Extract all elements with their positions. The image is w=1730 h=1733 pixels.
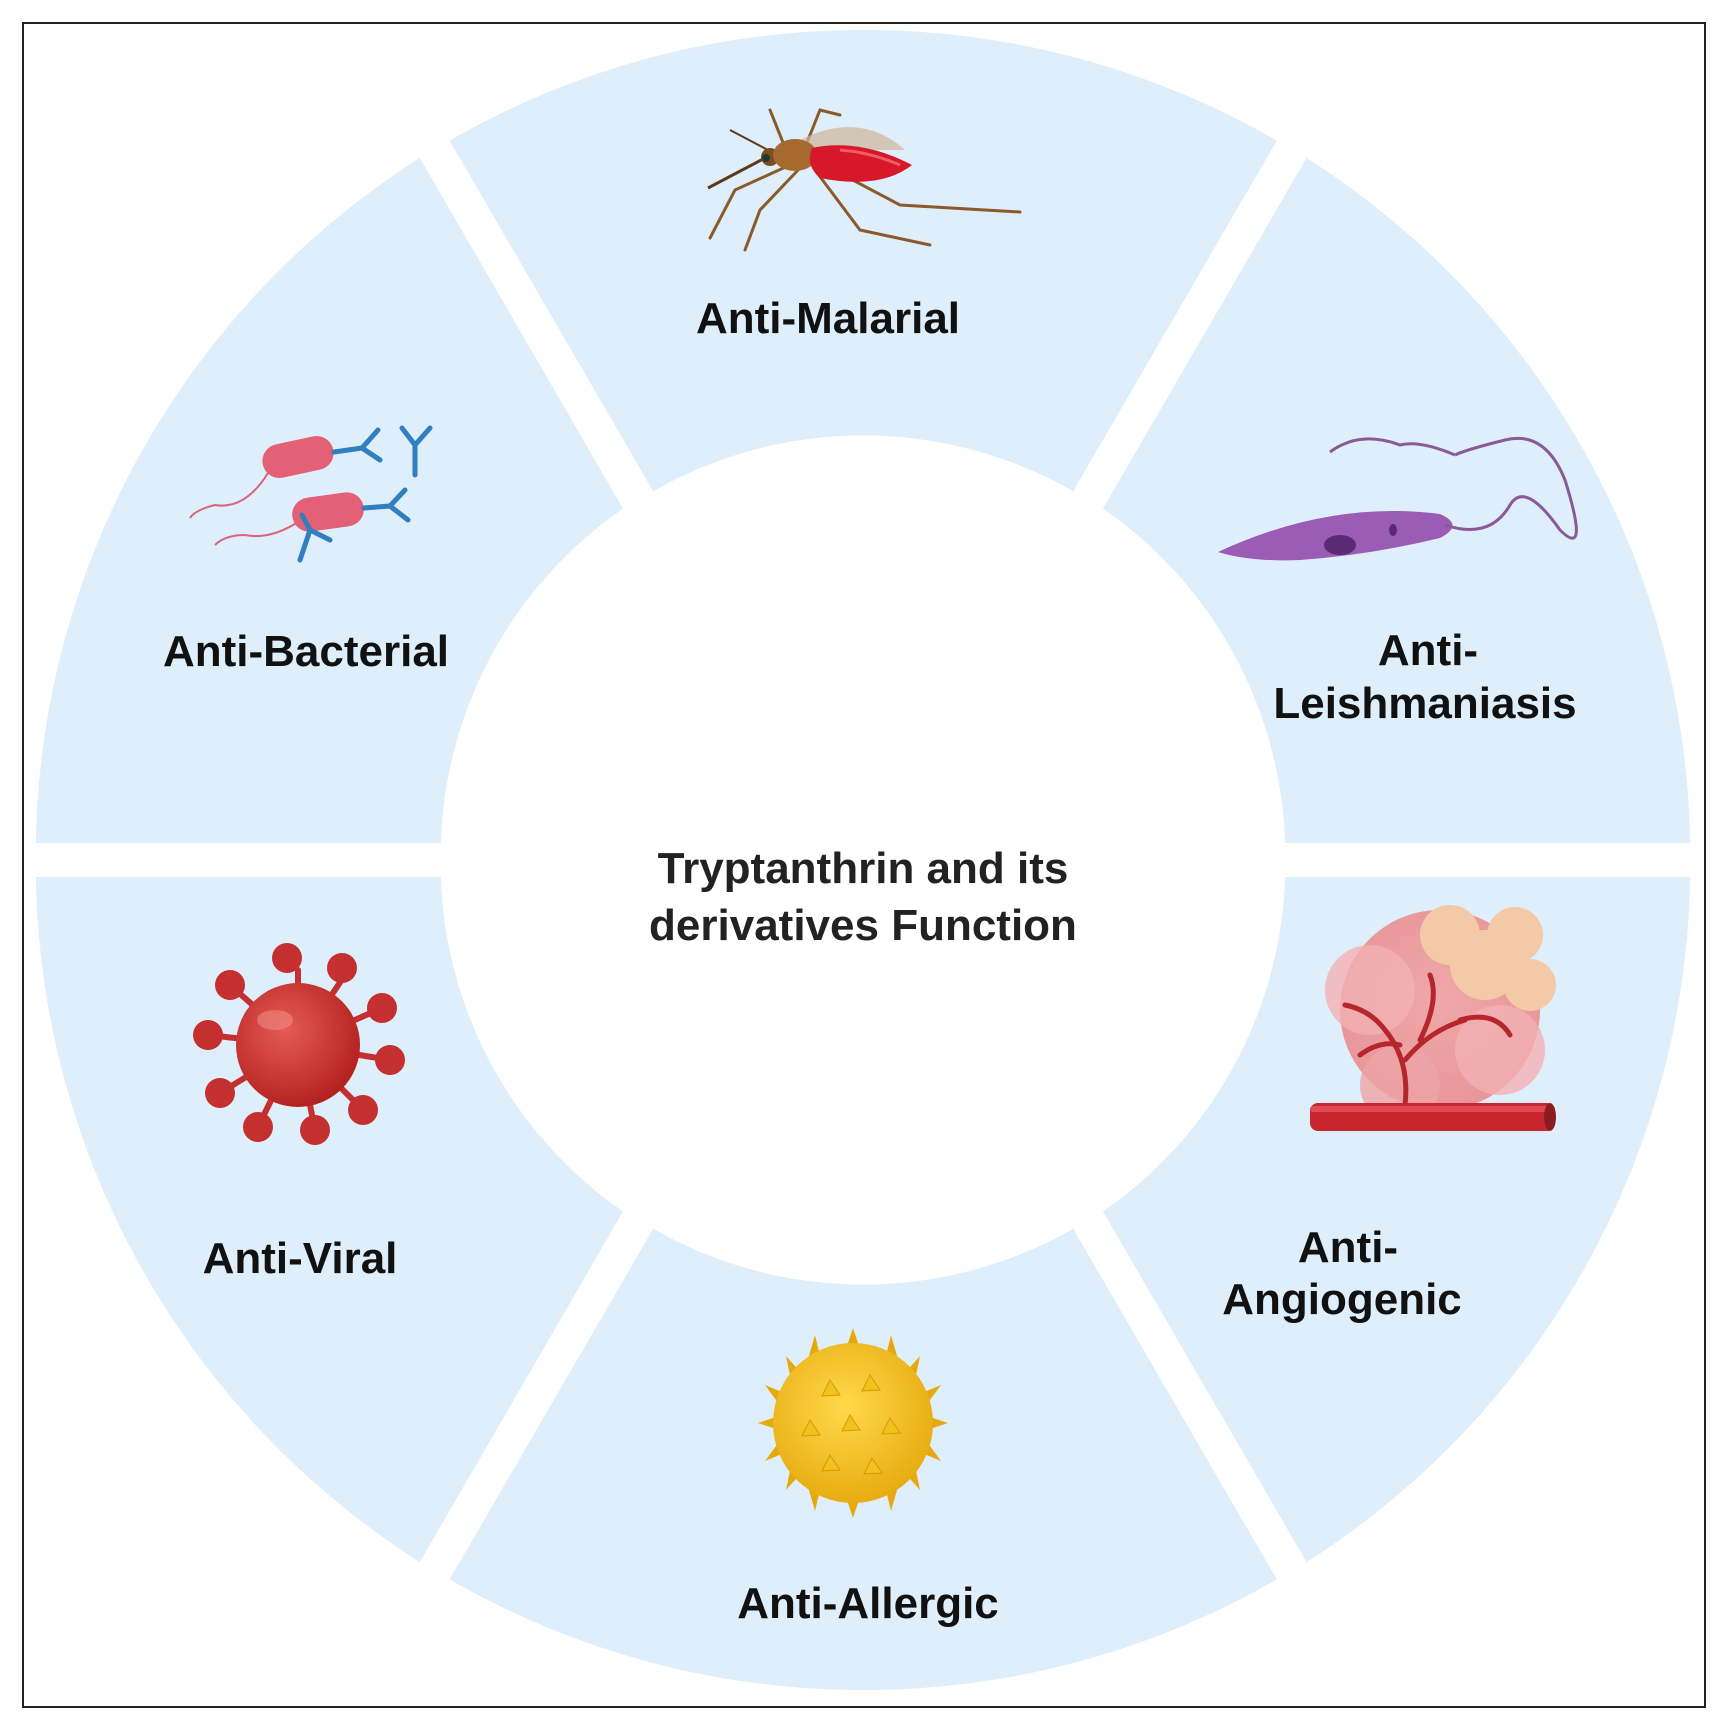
segment-leishmaniasis [1103, 157, 1691, 843]
label-anti-malarial: Anti-Malarial [696, 294, 960, 343]
tumor-blood-vessel-icon [1310, 905, 1556, 1131]
center-title-line2: derivatives Function [649, 901, 1077, 950]
label-anti-viral: Anti-Viral [203, 1234, 398, 1283]
segment-viral [35, 877, 624, 1563]
label-anti-bacterial: Anti-Bacterial [163, 627, 449, 676]
mosquito-icon [707, 108, 1022, 252]
pollen-icon [758, 1328, 948, 1518]
bacteria-antibody-icon [189, 425, 433, 563]
leishmania-parasite-icon [1218, 436, 1578, 561]
segment-malarial [449, 29, 1277, 492]
label-anti-angiogenic-line2: Angiogenic [1222, 1275, 1462, 1324]
label-anti-angiogenic-line1: Anti- [1298, 1223, 1398, 1272]
ring-segments [35, 29, 1691, 1691]
center-circle [443, 440, 1283, 1280]
center-title-line1: Tryptanthrin and its [658, 844, 1069, 893]
label-anti-allergic: Anti-Allergic [737, 1579, 999, 1628]
virus-icon [193, 943, 405, 1145]
label-anti-leishmaniasis-line1: Anti- [1378, 626, 1478, 675]
label-anti-leishmaniasis-line2: Leishmaniasis [1273, 679, 1576, 728]
